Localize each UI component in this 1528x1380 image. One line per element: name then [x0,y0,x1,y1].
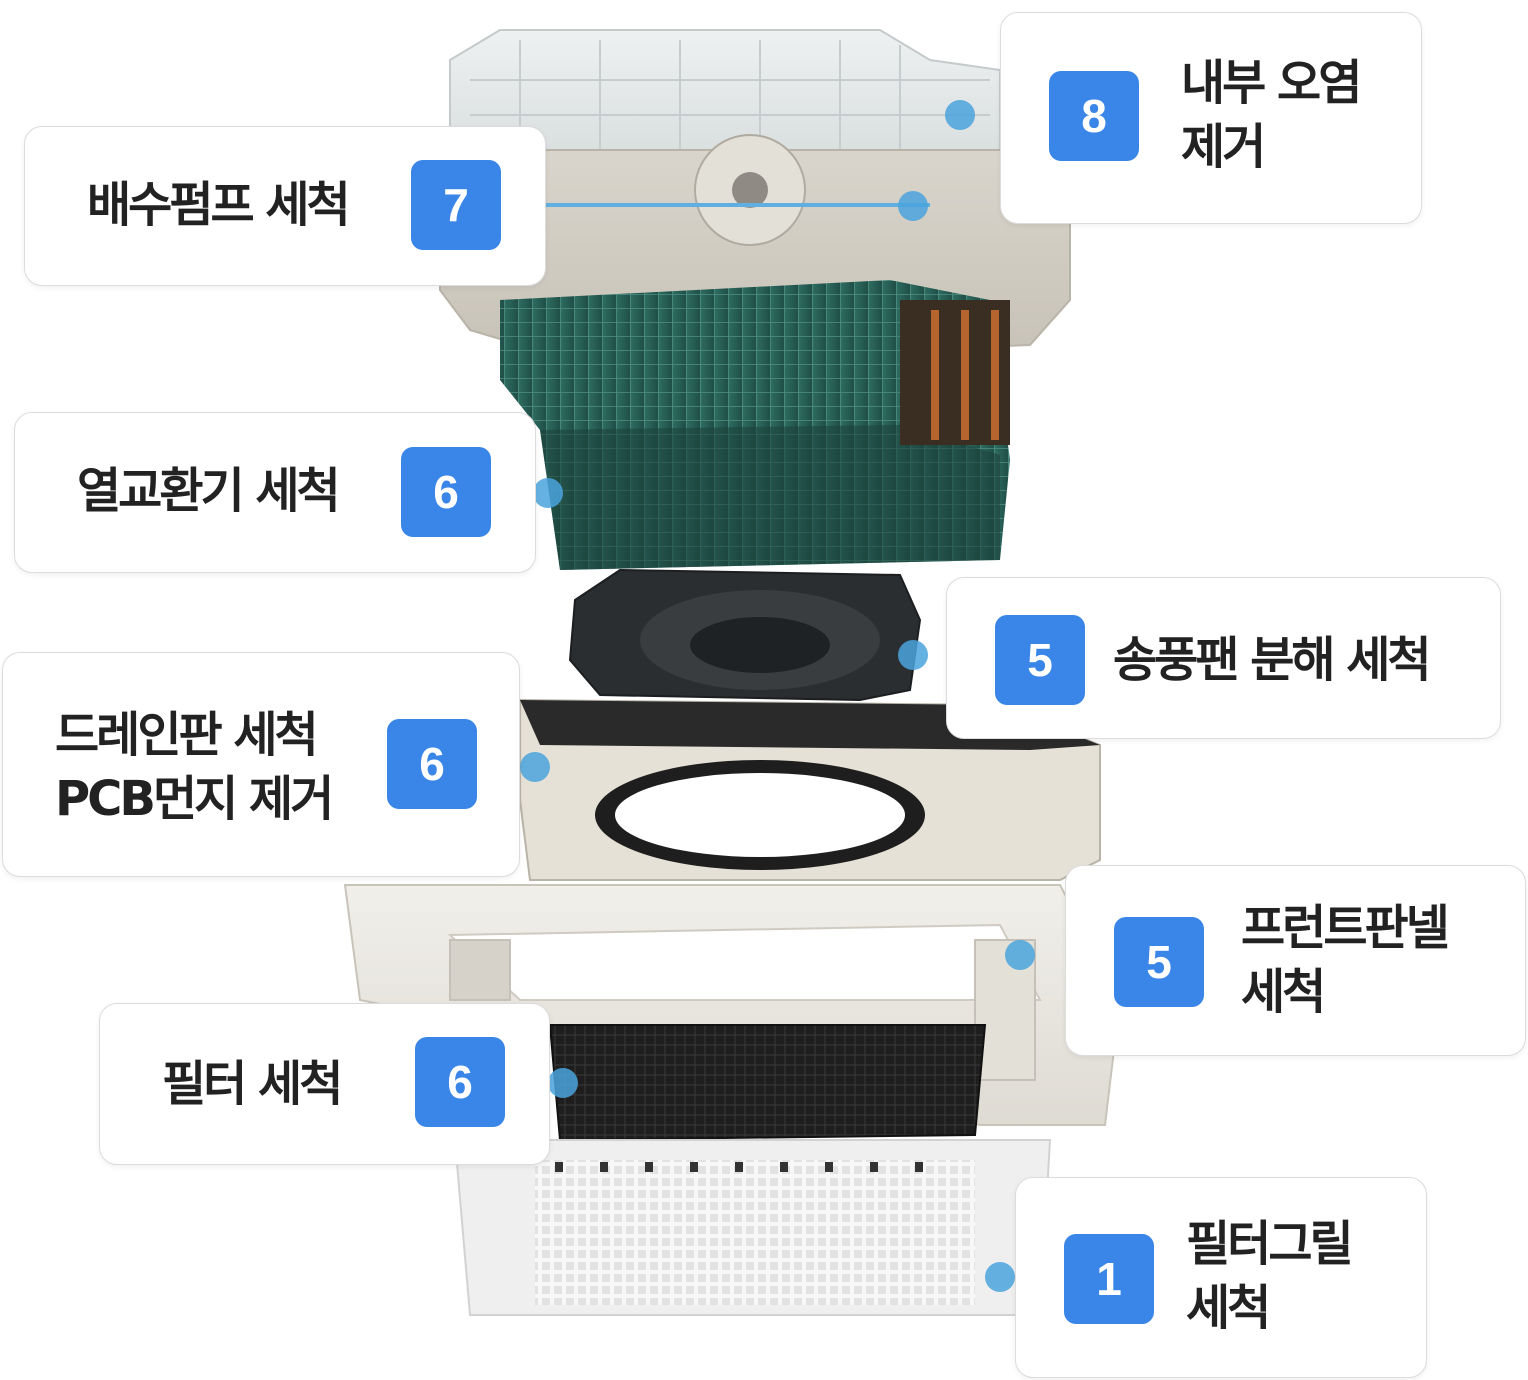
callout-label: 송풍팬 분해 세척 [1113,632,1432,688]
marker-dot [1005,940,1035,970]
callout-card-drain-pan: 드레인판 세척 PCB먼지 제거 6 [2,652,520,877]
copper-pipes [931,310,999,440]
marker-dot [898,640,928,670]
step-number-badge: 1 [1064,1234,1154,1324]
callout-card-filter: 필터 세척 6 [99,1003,550,1165]
callout-card-front-panel: 5 프런트판넬 세척 [1065,865,1526,1056]
step-number-badge: 6 [387,719,477,809]
step-number-badge: 8 [1049,71,1139,161]
callout-card-drain-pump: 배수펌프 세척 7 [24,126,546,286]
callout-card-filter-grille: 1 필터그릴 세척 [1015,1177,1427,1378]
marker-dot [945,100,975,130]
marker-dot [533,478,563,508]
callout-label: 드레인판 세척 PCB먼지 제거 [55,707,334,827]
step-number-badge: 7 [411,160,501,250]
step-number-badge: 5 [1114,917,1204,1007]
marker-dot [898,191,928,221]
top-cover-grid [470,40,990,150]
step-number-badge: 6 [415,1037,505,1127]
grille-tabs [555,1162,923,1172]
callout-label: 프런트판넬 세척 [1241,900,1450,1020]
callout-label: 내부 오염 제거 [1181,55,1362,175]
callout-card-internal-contamination: 8 내부 오염 제거 [1000,12,1422,224]
step-number-badge: 5 [995,615,1085,705]
callout-card-heat-exchanger: 열교환기 세척 6 [14,412,536,573]
marker-dot [548,1068,578,1098]
callout-label: 열교환기 세척 [77,463,341,519]
marker-dot [520,752,550,782]
callout-label: 배수펌프 세척 [87,177,351,233]
callout-label: 필터 세척 [162,1056,343,1112]
callout-card-blower-fan: 5 송풍팬 분해 세척 [946,577,1501,739]
step-number-badge: 6 [401,447,491,537]
marker-dot [985,1262,1015,1292]
callout-label: 필터그릴 세척 [1186,1216,1354,1336]
filter [548,1024,987,1142]
